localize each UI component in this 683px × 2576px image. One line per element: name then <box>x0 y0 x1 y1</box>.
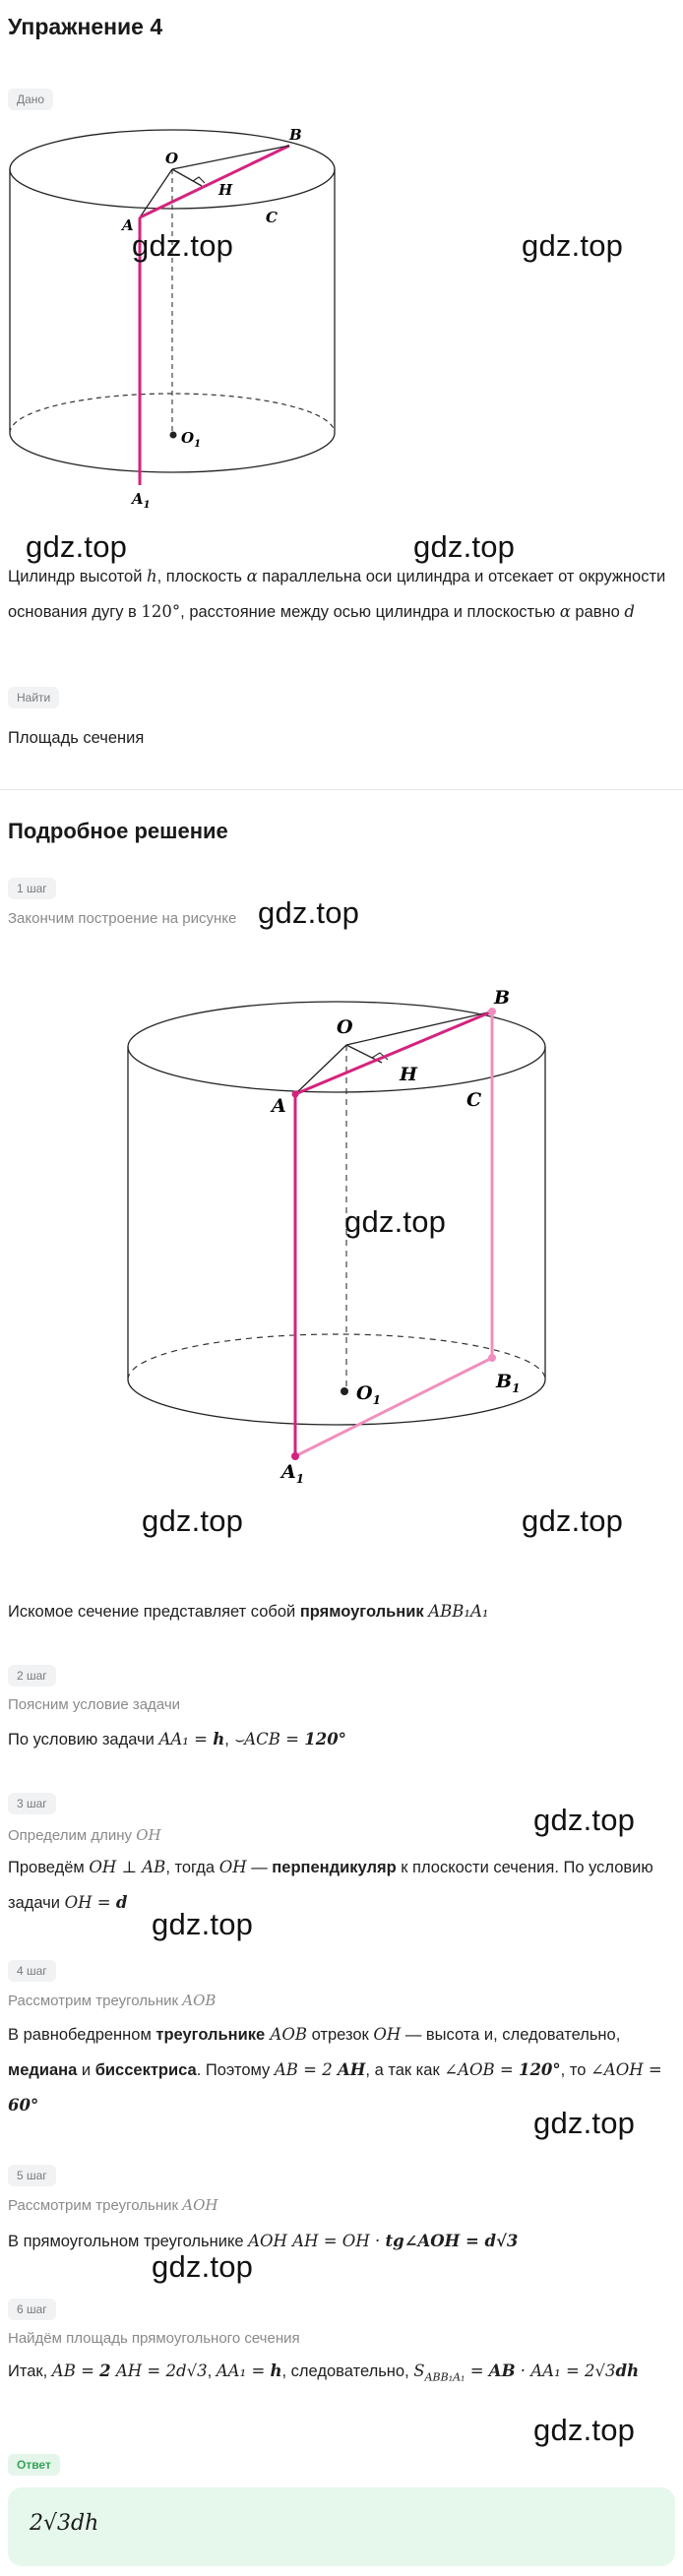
watermark: gdz.top <box>533 2413 636 2447</box>
step-2-chip: 2 шаг <box>8 1665 56 1687</box>
fig1-label-O1: O1 <box>181 429 201 450</box>
divider <box>0 789 683 790</box>
figure-2-cylinder: O B H A C O1 B1 A1 <box>127 987 546 1486</box>
arc-symbol: ⌣ <box>233 1730 245 1748</box>
watermark: gdz.top <box>132 228 234 263</box>
fig2-label-O: O <box>337 1016 353 1038</box>
fig2-label-O1: O1 <box>356 1382 381 1407</box>
step-3-chip: 3 шаг <box>8 1793 56 1814</box>
answer-value: 2√3dh <box>30 2511 99 2536</box>
step-4-text: В равнобедренном треугольнике AOB отрезо… <box>8 2025 662 2115</box>
watermark: gdz.top <box>152 2249 254 2284</box>
fig2-label-B1: B1 <box>495 1371 520 1395</box>
fig1-label-B: B <box>288 126 302 144</box>
step-2-title: Поясним условие задачи <box>8 1696 181 1713</box>
step-2-text: По условию задачи AA₁ = h, ⌣ACB = 120° <box>8 1730 346 1748</box>
fig1-label-A1: A1 <box>130 490 151 511</box>
step-5-text: В прямоугольном треугольнике AOH AH = OH… <box>8 2232 519 2250</box>
fig2-label-H: H <box>399 1064 418 1085</box>
fig1-label-C: C <box>266 209 278 226</box>
step-5-chip: 5 шаг <box>8 2165 56 2186</box>
step-6-text: Итак, AB = 2 AH = 2d√3, AA₁ = h, следова… <box>8 2361 640 2384</box>
step-1-title: Закончим построение на рисунке <box>8 910 237 927</box>
watermark: gdz.top <box>522 228 624 263</box>
step-3-title: Определим длину OH <box>8 1826 161 1844</box>
fig1-label-A: A <box>120 216 134 234</box>
watermark: gdz.top <box>533 2106 636 2140</box>
watermark: gdz.top <box>258 895 360 930</box>
watermark: gdz.top <box>533 1803 636 1837</box>
watermark: gdz.top <box>152 1907 254 1941</box>
step-1-chip: 1 шаг <box>8 878 56 899</box>
step-4-chip: 4 шаг <box>8 1960 56 1982</box>
watermark: gdz.top <box>26 529 128 564</box>
page-title: Упражнение 4 <box>8 14 163 39</box>
step-1-text: Искомое сечение представляет собой прямо… <box>8 1602 489 1621</box>
step-4-title: Рассмотрим треугольник AOB <box>8 1992 217 2009</box>
watermark: gdz.top <box>522 1503 624 1538</box>
watermark: gdz.top <box>142 1503 244 1538</box>
fig1-label-O: O <box>165 150 178 167</box>
watermark: gdz.top <box>344 1204 447 1239</box>
step-6-title: Найдём площадь прямоугольного сечения <box>8 2330 300 2347</box>
step-6-chip: 6 шаг <box>8 2299 56 2320</box>
step-3-text: Проведём OH ⊥ AB, тогда OH — перпендикул… <box>8 1858 653 1912</box>
answer-chip: Ответ <box>8 2454 60 2476</box>
fig1-label-H: H <box>217 181 233 199</box>
fig2-label-A: A <box>270 1095 286 1117</box>
watermark: gdz.top <box>413 529 516 564</box>
find-text: Площадь сечения <box>8 729 145 747</box>
find-chip: Найти <box>8 687 60 708</box>
fig2-label-A1: A1 <box>279 1461 304 1486</box>
given-chip: Дано <box>8 89 54 110</box>
given-condition: Цилиндр высотой h, плоскость α параллель… <box>8 567 666 621</box>
fig2-label-B: B <box>493 987 510 1009</box>
answer-box: 2√3dh <box>8 2487 675 2566</box>
fig2-label-C: C <box>466 1089 481 1111</box>
figure-1-cylinder: O B H A C O1 A1 <box>9 126 336 511</box>
solution-title: Подробное решение <box>8 819 228 843</box>
step-5-title: Рассмотрим треугольник AOH <box>8 2196 218 2214</box>
